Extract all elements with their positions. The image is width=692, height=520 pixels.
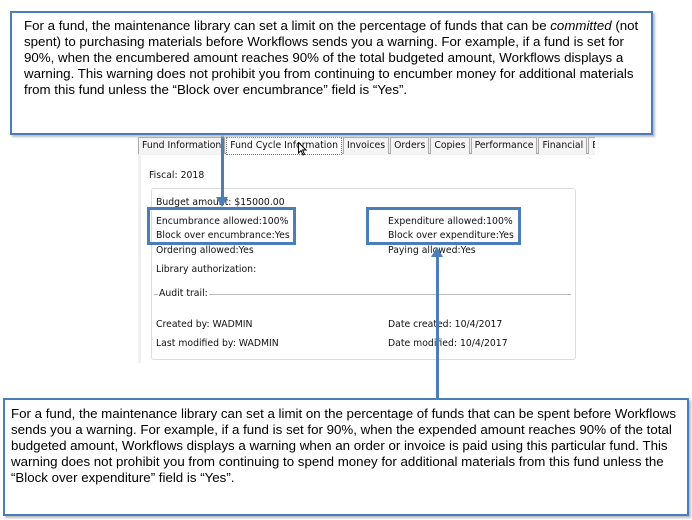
- created-by: Created by: WADMIN: [156, 319, 253, 330]
- tab-fund-information[interactable]: Fund Information: [138, 137, 226, 154]
- callout-text: For a fund, the maintenance library can …: [24, 18, 551, 33]
- tab-financial[interactable]: Financial: [538, 137, 588, 154]
- fund-cycle-panel: Fiscal: 2018 Budget amount: $15000.00 En…: [141, 155, 595, 363]
- expenditure-highlight-box: [366, 207, 521, 245]
- date-modified: Date modified: 10/4/2017: [388, 338, 508, 349]
- tab-invoices[interactable]: Invoices: [342, 137, 390, 154]
- expenditure-callout: For a fund, the maintenance library can …: [3, 398, 689, 516]
- last-modified-by: Last modified by: WADMIN: [156, 338, 279, 349]
- expenditure-allowed: Expenditure allowed:100%: [388, 216, 513, 227]
- tab-more[interactable]: E: [588, 137, 595, 154]
- tab-performance[interactable]: Performance: [470, 137, 538, 154]
- bottom-arrow-line: [436, 256, 439, 399]
- fund-cycle-group: Budget amount: $15000.00 Encumbrance all…: [151, 188, 576, 360]
- block-over-expenditure: Block over expenditure:Yes: [388, 230, 514, 241]
- ordering-allowed: Ordering allowed:Yes: [156, 245, 254, 256]
- tab-bar: Fund Information Fund Cycle Information …: [138, 137, 595, 155]
- encumbrance-allowed: Encumbrance allowed:100%: [156, 216, 289, 227]
- fund-cycle-screenshot: Fund Information Fund Cycle Information …: [138, 137, 595, 363]
- encumbrance-highlight-box: [147, 207, 296, 245]
- date-created: Date created: 10/4/2017: [388, 319, 503, 330]
- mouse-cursor-icon: [298, 142, 307, 156]
- tab-copies[interactable]: Copies: [430, 137, 470, 154]
- audit-trail-label: Audit trail:: [158, 288, 209, 299]
- callout-emphasis: committed: [550, 18, 612, 33]
- arrow-down-icon: [216, 197, 228, 207]
- encumbrance-callout: For a fund, the maintenance library can …: [10, 11, 653, 135]
- block-over-encumbrance: Block over encumbrance:Yes: [156, 230, 290, 241]
- tab-orders[interactable]: Orders: [390, 137, 430, 154]
- arrow-up-icon: [431, 247, 443, 257]
- callout-text-cont: (not spent) to purchasing materials befo…: [24, 18, 639, 97]
- tab-fund-cycle-information[interactable]: Fund Cycle Information: [226, 137, 342, 155]
- top-arrow-line: [221, 135, 224, 199]
- fiscal-label: Fiscal: 2018: [149, 170, 205, 181]
- library-authorization: Library authorization:: [156, 264, 257, 275]
- audit-divider: [154, 294, 571, 295]
